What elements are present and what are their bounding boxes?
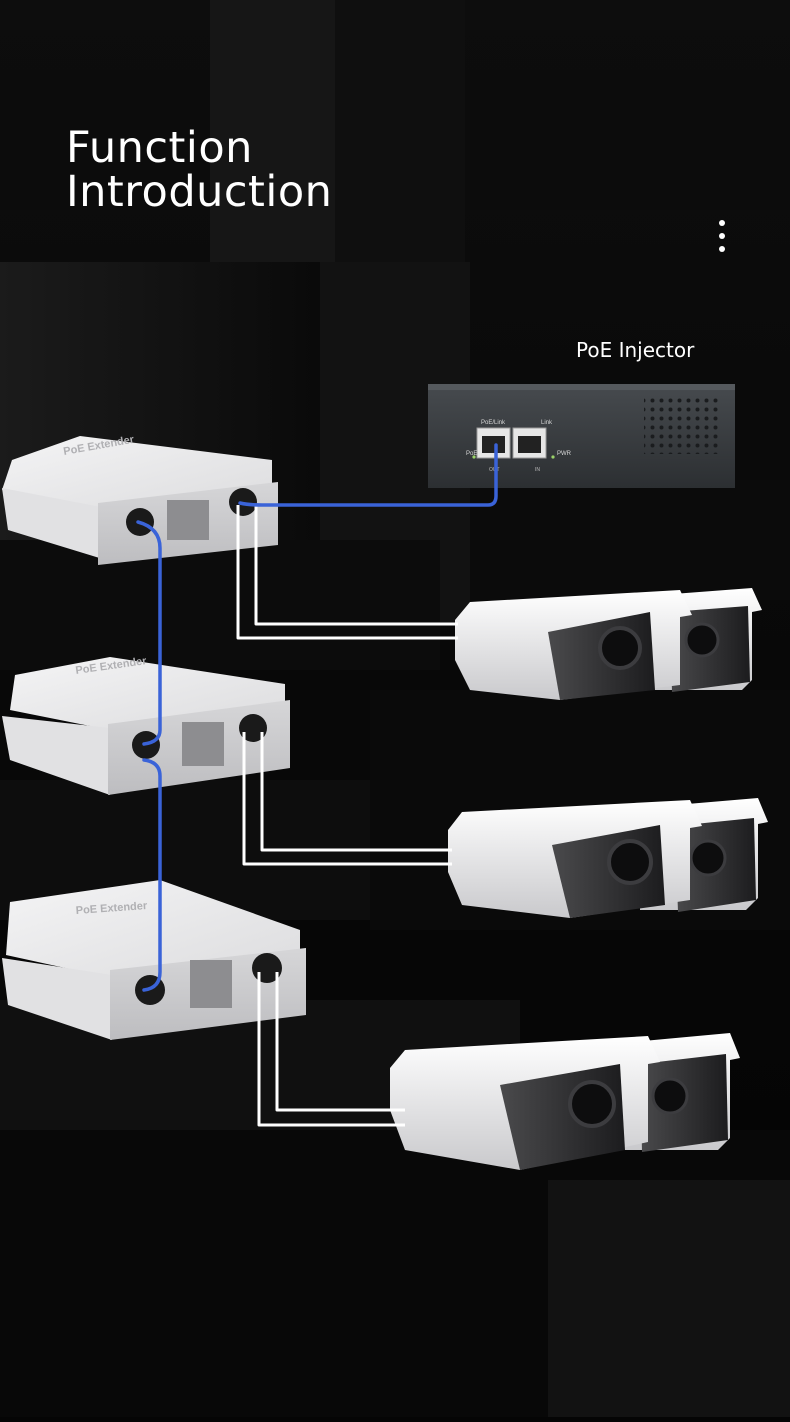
page-title-line-1: Function xyxy=(66,123,253,173)
injector-led-poe xyxy=(472,455,476,459)
injector-port-label-1: PoE/Link xyxy=(481,420,506,426)
poe-cables xyxy=(136,443,498,992)
camera-3a-lens xyxy=(568,1080,616,1128)
extender-2-port-right xyxy=(239,714,267,742)
extender-3-label: PoE Extender xyxy=(75,900,148,917)
poe-extender-1: PoE Extender xyxy=(2,434,278,565)
camera-2a-lens xyxy=(607,839,653,885)
injector-port-in-socket xyxy=(518,436,541,453)
bg-step-1 xyxy=(0,540,440,670)
extender-1-side xyxy=(2,488,106,560)
camera-2a xyxy=(448,800,702,918)
camera-3a xyxy=(390,1036,660,1170)
camera-1a-lens xyxy=(598,626,642,670)
camera-pair-2 xyxy=(448,798,768,918)
camera-3b-lens xyxy=(651,1077,689,1115)
extender-2-clip xyxy=(182,722,224,766)
camera-1a xyxy=(455,590,692,700)
injector-top-edge xyxy=(428,384,735,390)
cable-ext2-cam2-inner xyxy=(260,732,452,852)
more-vertical-icon[interactable] xyxy=(708,214,736,258)
injector-led-pwr xyxy=(551,455,555,459)
poe-extender-3: PoE Extender xyxy=(2,880,306,1040)
cable-ext2-cam2-outer xyxy=(242,732,452,866)
cable-ext2-ext3 xyxy=(142,758,162,992)
camera-cables xyxy=(236,505,458,1127)
cable-ext1-cam1-outer xyxy=(236,505,458,640)
camera-pair-1 xyxy=(455,588,762,700)
cable-ext1-ext2 xyxy=(136,520,162,746)
bg-block-bottom-right xyxy=(548,1180,790,1417)
camera-2b-lens xyxy=(689,839,727,877)
injector-left-mark: PoE xyxy=(466,451,477,457)
page-title: Function Introduction xyxy=(66,126,332,214)
injector-right-mark: PWR xyxy=(557,451,572,457)
bg-pillar-center xyxy=(335,0,465,270)
injector-port-out-socket xyxy=(482,436,505,453)
poe-injector: PoE/Link Link PoE PWR OUT IN xyxy=(428,384,735,488)
cable-ext3-cam3-outer xyxy=(257,972,405,1127)
menu-dot-1 xyxy=(719,220,725,226)
page-title-line-2: Introduction xyxy=(66,167,333,217)
extender-3-side xyxy=(2,958,112,1040)
menu-dot-2 xyxy=(719,233,725,239)
extender-2-side xyxy=(2,716,110,795)
extender-3-clip xyxy=(190,960,232,1008)
cable-ext3-cam3-inner xyxy=(275,972,405,1112)
extender-3-top xyxy=(6,880,300,980)
cable-injector-ext1 xyxy=(238,443,498,507)
camera-1b-lens xyxy=(684,622,720,658)
injector-port-label-2: Link xyxy=(541,420,553,426)
bg-pillar-left xyxy=(210,0,335,270)
menu-dot-3 xyxy=(719,246,725,252)
cable-ext1-cam1-inner xyxy=(254,505,458,626)
poe-injector-label: PoE Injector xyxy=(576,338,695,362)
camera-pair-3 xyxy=(390,1033,740,1170)
injector-in-label: IN xyxy=(535,467,540,473)
bg-shelf-injector xyxy=(470,480,790,600)
extender-1-clip xyxy=(167,500,209,540)
injector-vent xyxy=(644,398,722,454)
